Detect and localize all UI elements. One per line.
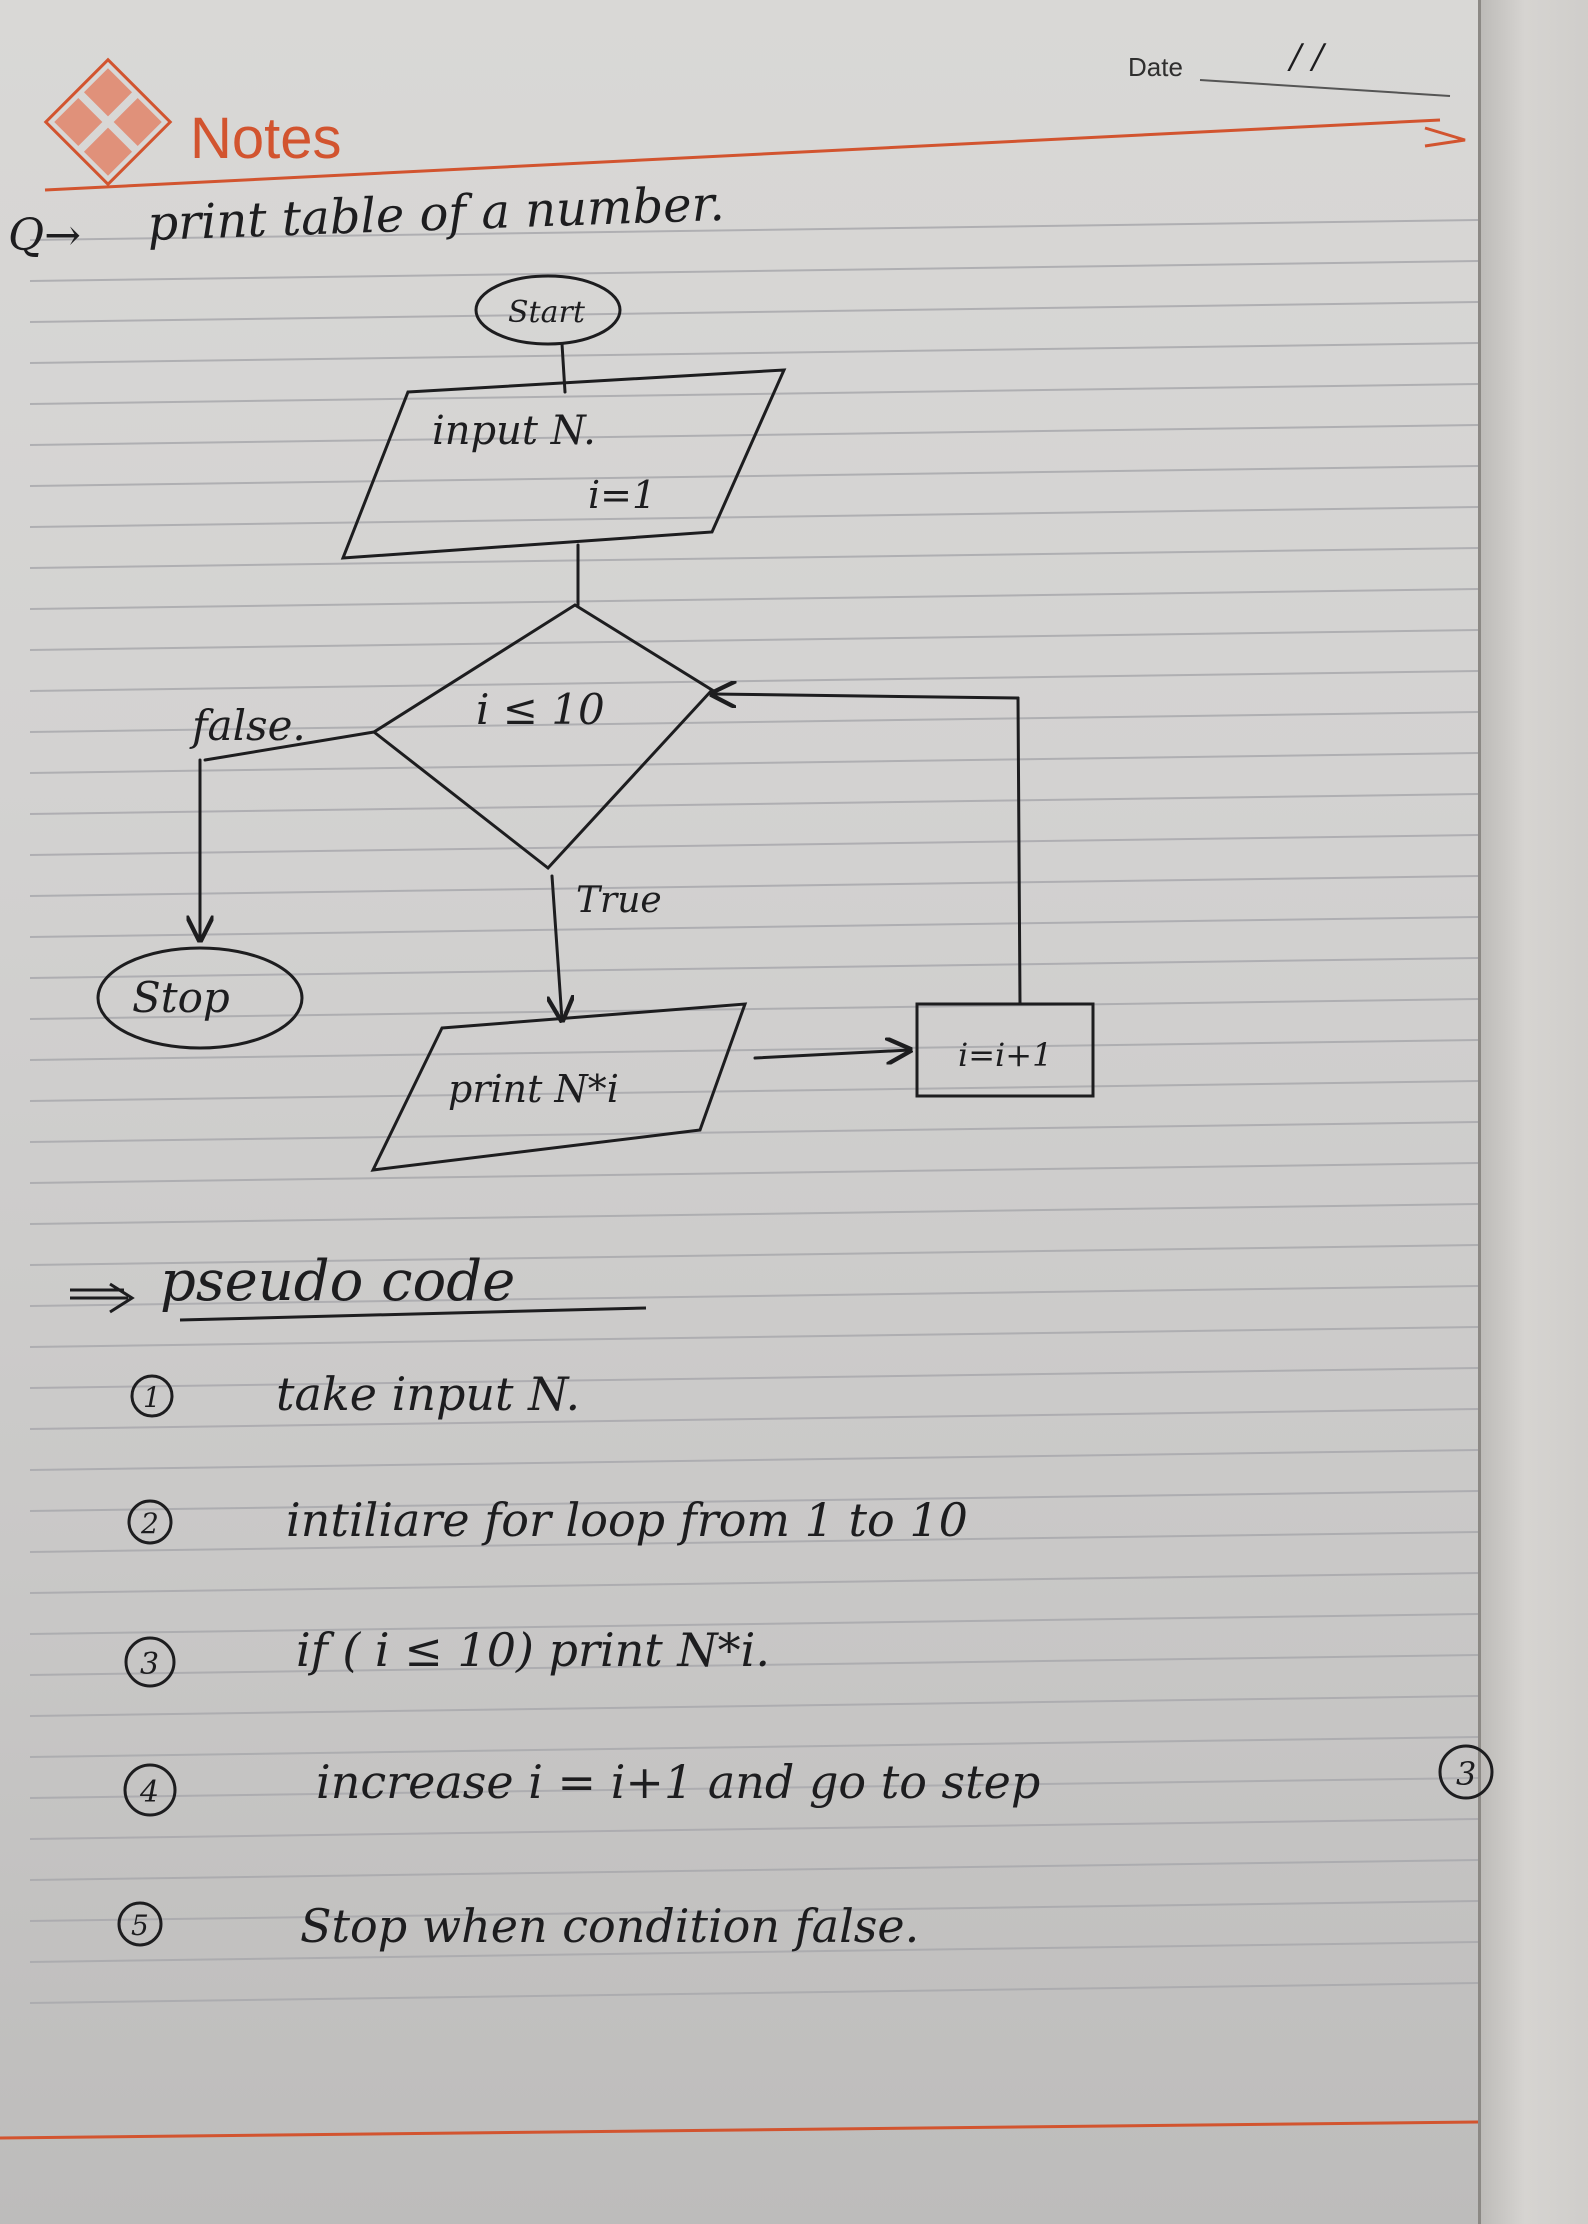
ruled-line: [29, 260, 1479, 282]
step-number-circle: [130, 1374, 174, 1418]
step-number-circle: [123, 1763, 177, 1817]
ruled-line: [29, 465, 1479, 487]
ruled-line: [29, 1449, 1479, 1471]
print-label: print N*i: [448, 1067, 619, 1111]
heading-underline: [179, 1306, 647, 1322]
stop-terminal: [96, 946, 304, 1050]
ruled-line: [29, 1490, 1479, 1512]
ruled-line: [29, 1285, 1479, 1307]
step-number-circle: [117, 1901, 163, 1947]
ruled-line: [29, 1408, 1479, 1430]
ruled-line: [29, 1244, 1479, 1266]
ruled-line: [29, 1367, 1479, 1389]
ruled-line: [29, 1818, 1479, 1840]
stop-label: Stop: [132, 973, 230, 1022]
footer-accent-line: [0, 2120, 1479, 2140]
step-number: 2: [140, 1507, 159, 1540]
step-1: 1 take input N.: [130, 1367, 580, 1421]
ruled-line: [29, 711, 1479, 733]
ruled-line: [29, 1203, 1479, 1225]
ruled-line: [29, 875, 1479, 897]
ruled-line: [29, 998, 1479, 1020]
step-4: 4 increase i = i+1 and go to step 3: [123, 1744, 1494, 1817]
ruled-line: [29, 1039, 1479, 1061]
step-3: 3 if ( i ≤ 10) print N*i.: [124, 1623, 770, 1688]
step-number: 5: [131, 1909, 149, 1942]
step-text: take input N.: [276, 1367, 580, 1421]
step-number: 1: [143, 1381, 161, 1414]
ruled-line: [29, 342, 1479, 364]
print-parallelogram: [370, 1002, 748, 1172]
increment-label: i=i+1: [958, 1036, 1052, 1074]
next-page-edge: [1478, 0, 1588, 2224]
date-value: / /: [1287, 37, 1327, 77]
ruled-line: [29, 629, 1479, 651]
diamond-grid-icon: [43, 57, 173, 187]
condition-diamond: [371, 603, 715, 871]
step-2: 2 intiliare for loop from 1 to 10: [127, 1493, 968, 1547]
ruled-line: [29, 793, 1479, 815]
step-ref-number: 3: [1456, 1755, 1476, 1793]
ruled-line: [29, 1695, 1479, 1717]
step-number-circle: [127, 1499, 173, 1545]
input-parallelogram: [340, 368, 787, 560]
date-line: [1199, 79, 1451, 97]
step-text: if ( i ≤ 10) print N*i.: [296, 1623, 770, 1677]
input-label: input N.: [432, 408, 596, 454]
date-label: Date: [1128, 52, 1183, 82]
ruled-line: [29, 1572, 1479, 1594]
question-marker: Q→: [8, 210, 81, 261]
ruled-line: [29, 752, 1479, 774]
ruled-line: [29, 547, 1479, 569]
ruled-line: [29, 916, 1479, 938]
ruled-line: [29, 1982, 1479, 2004]
ruled-line: [29, 1654, 1479, 1676]
ruled-line: [29, 1080, 1479, 1102]
step-ref-circle: [1438, 1744, 1494, 1800]
header-arrow-icon: [1424, 126, 1466, 148]
ruled-line: [29, 588, 1479, 610]
heading-arrow-icon: [70, 1282, 135, 1314]
step-number: 3: [140, 1647, 159, 1682]
ruled-lines: [29, 219, 1479, 2004]
step-text: Stop when condition false.: [300, 1899, 919, 1953]
question-text: print table of a number.: [146, 176, 725, 252]
step-number: 4: [139, 1775, 159, 1810]
ruled-line: [29, 1777, 1479, 1799]
ruled-line: [29, 383, 1479, 405]
step-number-circle: [124, 1636, 176, 1688]
ruled-line: [29, 1531, 1479, 1553]
ruled-line: [29, 219, 1479, 241]
step-text: intiliare for loop from 1 to 10: [286, 1493, 968, 1547]
pseudocode-heading: pseudo code: [160, 1249, 515, 1314]
ruled-line: [29, 1941, 1479, 1963]
ruled-line: [29, 1613, 1479, 1635]
step-5: 5 Stop when condition false.: [117, 1899, 919, 1953]
ruled-line: [29, 1900, 1479, 1922]
ruled-line: [29, 1162, 1479, 1184]
start-terminal: [474, 274, 622, 346]
ruled-line: [29, 957, 1479, 979]
ruled-line: [29, 670, 1479, 692]
ruled-line: [29, 506, 1479, 528]
ruled-line: [29, 1736, 1479, 1758]
pseudocode-steps: 1 take input N. 2 intiliare for loop fro…: [117, 1367, 1494, 1953]
ruled-line: [29, 301, 1479, 323]
ruled-line: [29, 834, 1479, 856]
ruled-line: [29, 1121, 1479, 1143]
true-label: True: [576, 880, 662, 921]
header-accent-line: [44, 118, 1441, 192]
ruled-line: [29, 1326, 1479, 1348]
start-label: Start: [508, 295, 586, 330]
input-init-label: i=1: [588, 473, 656, 517]
brand-title: Notes: [190, 106, 342, 171]
condition-label: i ≤ 10: [476, 685, 605, 734]
step-text: increase i = i+1 and go to step: [316, 1755, 1040, 1809]
increment-box: [915, 1002, 1095, 1098]
ruled-line: [29, 1859, 1479, 1881]
flowchart: [96, 274, 1095, 1172]
false-label: false.: [189, 701, 306, 750]
